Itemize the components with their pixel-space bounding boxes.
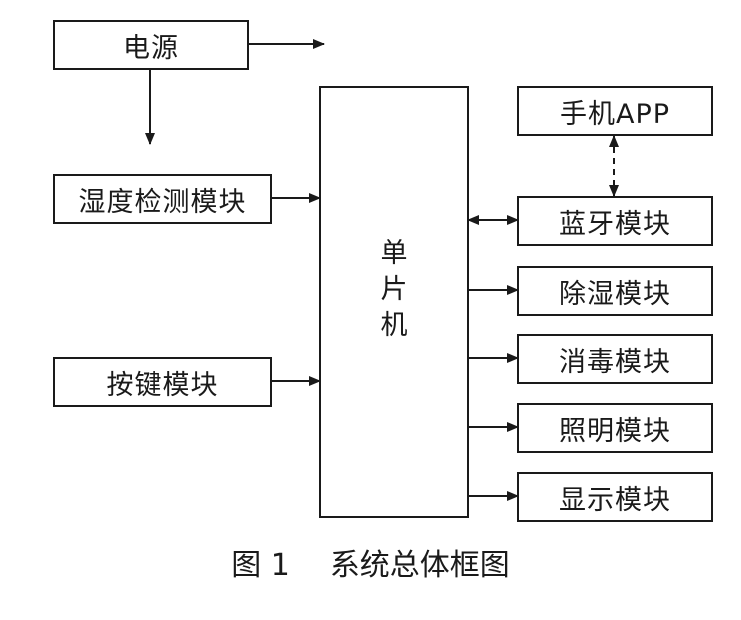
humidity-sensor-block: 湿度检测模块 bbox=[53, 174, 272, 224]
power-block: 电源 bbox=[53, 20, 249, 70]
mcu-block: 单 片 机 bbox=[319, 86, 469, 518]
figure-caption: 图 1 系统总体框图 bbox=[0, 540, 741, 584]
lighting-block: 照明模块 bbox=[517, 403, 713, 453]
disinfect-block: 消毒模块 bbox=[517, 334, 713, 384]
figure-number: 图 1 bbox=[231, 548, 290, 583]
bluetooth-block: 蓝牙模块 bbox=[517, 196, 713, 246]
dehumidify-block: 除湿模块 bbox=[517, 266, 713, 316]
figure-title: 系统总体框图 bbox=[329, 548, 510, 583]
phone-app-block: 手机APP bbox=[517, 86, 713, 136]
mcu-label: 单 片 机 bbox=[380, 238, 408, 341]
keys-block: 按键模块 bbox=[53, 357, 272, 407]
display-block: 显示模块 bbox=[517, 472, 713, 522]
